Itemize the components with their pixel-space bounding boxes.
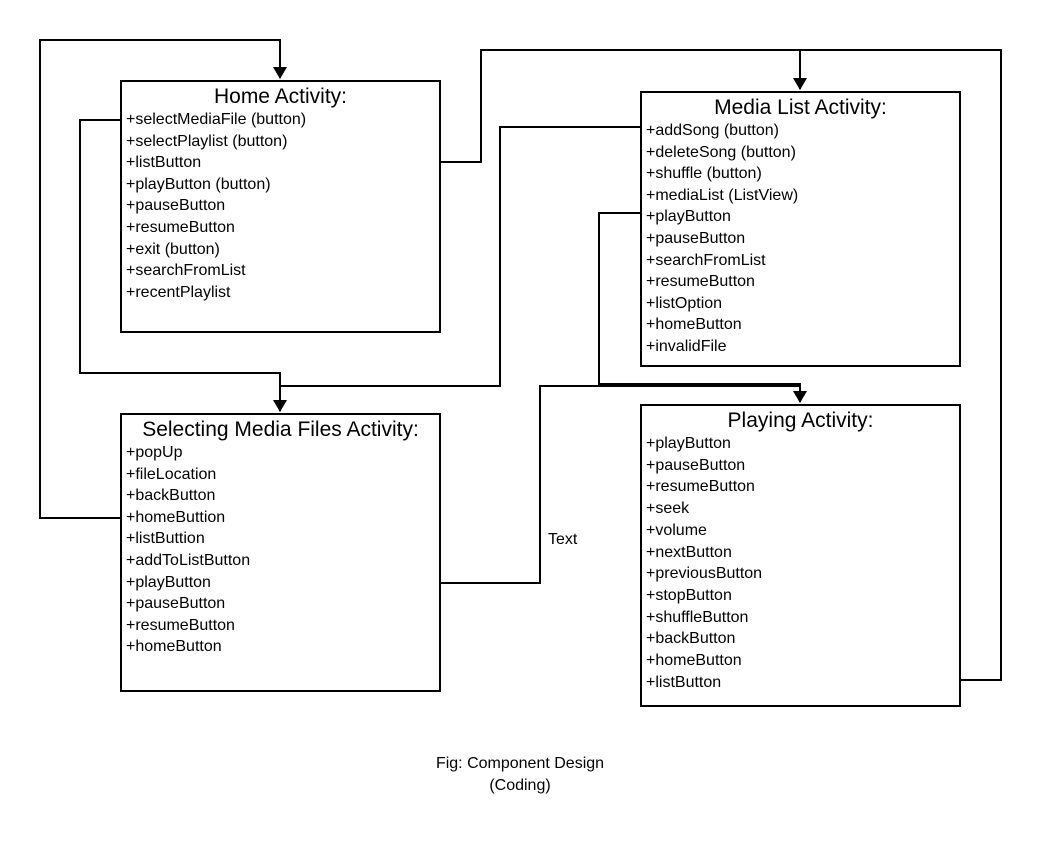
connector-media-list-to-playing [598,212,807,403]
list-item: +resumeButton [126,616,235,634]
list-item: +deleteSong (button) [646,143,796,161]
item-list: +popUp +fileLocation +backButton +homeBu… [122,442,439,658]
list-item: +homeButton [126,638,222,656]
list-item: +listButton [126,154,202,172]
list-item: +addSong (button) [646,122,779,139]
connector-label: Text [548,531,578,548]
list-item: +playButton [646,208,731,226]
connector-selecting-to-home [39,39,287,519]
list-item: +playButton (button) [126,175,271,193]
list-item: +shuffleButton [646,608,749,626]
list-item: +searchFromList [126,262,246,280]
list-item: +backButton [646,630,736,648]
item-list: +selectMediaFile (button) +selectPlaylis… [122,109,439,303]
list-item: +resumeButton [126,218,235,236]
connector-home-to-media-list [441,49,807,163]
list-item: +pauseButton [126,595,226,613]
list-item: +recentPlaylist [126,283,231,301]
list-item: +listOption [646,294,723,312]
list-item: +homeButton [646,652,742,670]
list-item: +homeButton [646,316,742,334]
list-item: +shuffle (button) [646,165,762,183]
caption-line: (Coding) [489,777,551,794]
media-list-activity-box: Media List Activity: +addSong (button) +… [640,91,961,367]
list-item: +resumeButton [646,273,755,291]
list-item: +pauseButton [646,456,746,474]
list-item: +nextButton [646,543,732,561]
item-list: +addSong (button) +deleteSong (button) +… [642,120,959,358]
list-item: +seek [646,500,690,518]
figure-caption: Fig: Component Design (Coding) [370,753,670,797]
list-item: +fileLocation [126,465,217,483]
list-item: +volume [646,521,707,539]
list-item: +playButton [126,573,211,591]
list-item: +mediaList (ListView) [646,186,799,204]
box-title: Media List Activity: [714,96,887,119]
list-item: +exit (button) [126,240,220,258]
list-item: +selectPlaylist (button) [126,132,288,150]
connector-selecting-to-playing [441,385,800,584]
connector-media-list-to-selecting [280,126,640,387]
playing-activity-box: Playing Activity: +playButton +pauseButt… [640,404,961,707]
item-list: +playButton +pauseButton +resumeButton +… [642,433,959,693]
list-item: +resumeButton [646,478,755,496]
list-item: +invalidFile [646,337,727,355]
list-item: +listButtion [126,530,205,548]
list-item: +pauseButton [126,197,226,215]
list-item: +listButton [646,673,722,691]
home-activity-box: Home Activity: +selectMediaFile (button)… [120,80,441,333]
selecting-media-files-activity-box: Selecting Media Files Activity: +popUp +… [120,413,441,692]
list-item: +playButton [646,435,731,452]
list-item: +pauseButton [646,229,746,247]
list-item: +popUp [126,444,183,461]
caption-line: Fig: Component Design [435,755,605,772]
box-title: Selecting Media Files Activity: [142,418,419,441]
list-item: +stopButton [646,586,732,604]
list-item: +addToListButton [126,551,251,569]
list-item: +searchFromList [646,251,766,269]
list-item: +selectMediaFile (button) [126,111,307,128]
box-title: Home Activity: [213,85,348,108]
list-item: +homeButtion [126,508,226,526]
connector-playing-to-media-list [800,49,1002,681]
box-title: Playing Activity: [727,409,874,432]
list-item: +backButton [126,487,216,505]
list-item: +previousButton [646,565,763,583]
